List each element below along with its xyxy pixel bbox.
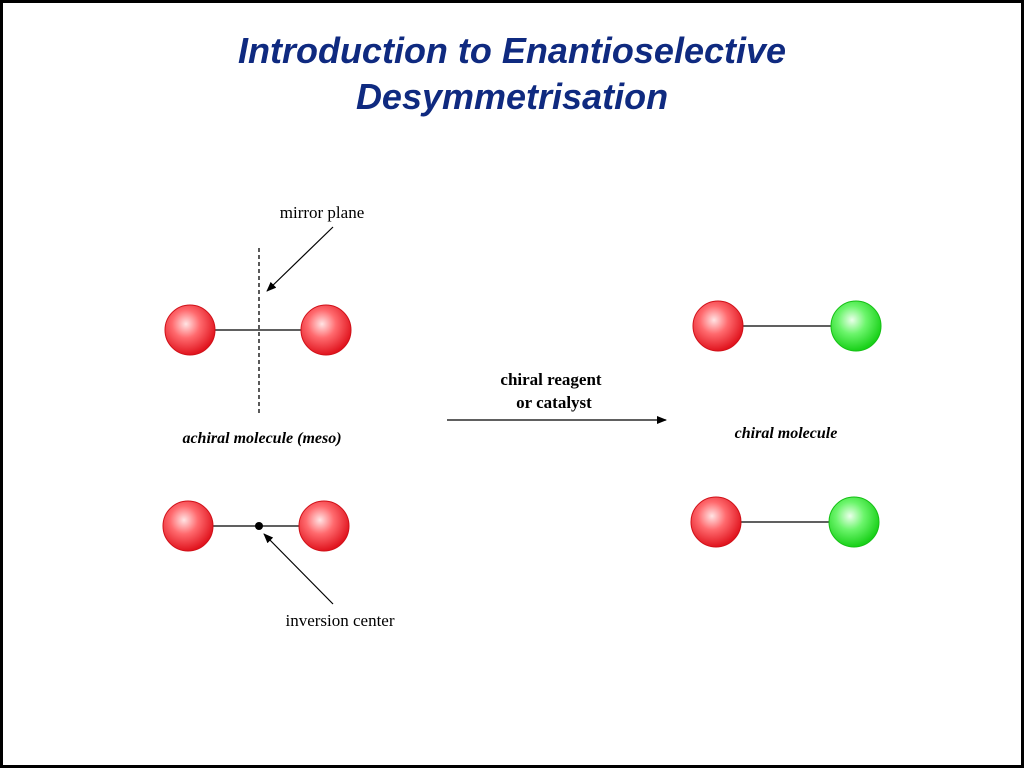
mirror-plane-arrow [266, 226, 334, 292]
red-atom [300, 304, 352, 356]
red-atom [692, 300, 744, 352]
chiral-molecule-bottom [690, 496, 880, 548]
chiral-molecule-top [692, 300, 882, 352]
meso-molecule-inversion [162, 500, 350, 552]
title-line-1: Introduction to Enantioselective [237, 30, 787, 71]
inversion-center-label: inversion center [285, 611, 394, 630]
inversion-center-dot [255, 522, 263, 530]
slide-title: Introduction to Enantioselective Desymme… [0, 28, 1024, 120]
title-line-2: Desymmetrisation [355, 76, 669, 117]
inversion-center-arrow [263, 533, 334, 605]
red-atom [164, 304, 216, 356]
reagent-label-line2: or catalyst [516, 393, 592, 412]
mirror-plane-label: mirror plane [280, 203, 365, 222]
meso-molecule-mirror [164, 248, 352, 415]
red-atom [162, 500, 214, 552]
green-atom [830, 300, 882, 352]
red-atom [690, 496, 742, 548]
red-atom [298, 500, 350, 552]
chiral-label: chiral molecule [735, 425, 838, 442]
reagent-label-line1: chiral reagent [500, 370, 602, 389]
achiral-label: achiral molecule (meso) [182, 430, 341, 447]
green-atom [828, 496, 880, 548]
